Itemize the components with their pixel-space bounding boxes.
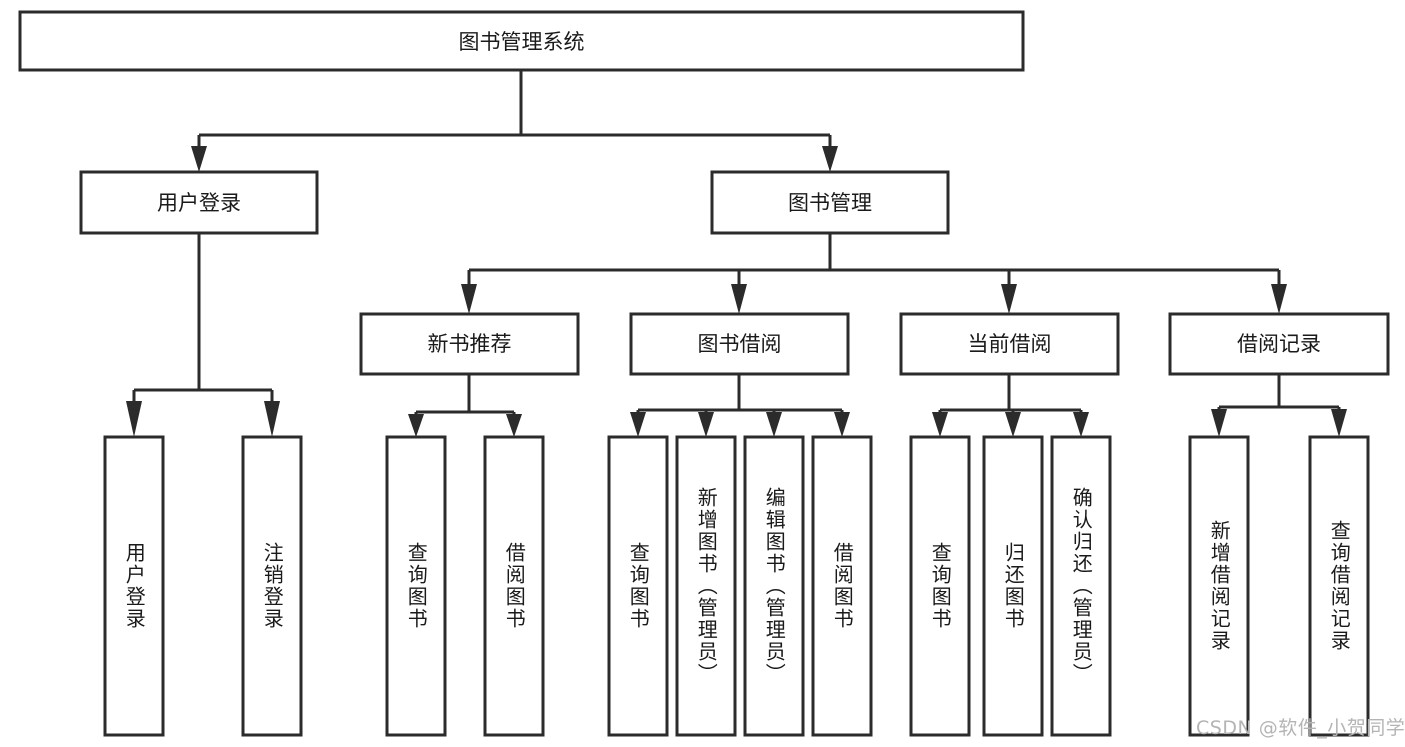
connector-group-current-borrow bbox=[932, 374, 1089, 437]
connector-group-new-book-recommend bbox=[408, 374, 522, 437]
node-leaf-user-logout[interactable] bbox=[241, 435, 303, 737]
arrow-head-leaf-edit-book bbox=[766, 412, 782, 437]
leaf-box-group bbox=[103, 435, 1370, 737]
node-book-borrow[interactable] bbox=[629, 312, 850, 376]
arrow-head-leaf-user-logout bbox=[264, 401, 280, 437]
node-leaf-edit-book[interactable] bbox=[743, 435, 805, 737]
node-leaf-user-login[interactable] bbox=[103, 435, 165, 737]
arrow-head-leaf-query-book-2 bbox=[630, 412, 646, 437]
arrow-head-leaf-confirm-return bbox=[1073, 412, 1089, 437]
arrow-head-book-borrow bbox=[731, 284, 747, 314]
node-root-label: 图书管理系统 bbox=[459, 30, 585, 54]
arrow-head-leaf-query-book-1 bbox=[408, 414, 424, 437]
node-leaf-borrow-book-1[interactable] bbox=[483, 435, 545, 737]
node-book-manage-label: 图书管理 bbox=[788, 191, 872, 215]
arrow-head-book-manage bbox=[822, 146, 838, 172]
arrow-head-leaf-user-login bbox=[126, 401, 142, 437]
node-borrow-record-label: 借阅记录 bbox=[1237, 332, 1321, 356]
node-book-borrow-label: 图书借阅 bbox=[698, 332, 782, 356]
node-leaf-add-record[interactable] bbox=[1188, 435, 1250, 737]
connector-group-root bbox=[191, 70, 838, 172]
arrow-head-leaf-borrow-book-1 bbox=[506, 414, 522, 437]
node-leaf-query-record[interactable] bbox=[1308, 435, 1370, 737]
connector-group-user-login bbox=[126, 233, 280, 437]
node-leaf-query-book-2[interactable] bbox=[607, 435, 669, 737]
node-new-book-recommend-label: 新书推荐 bbox=[428, 332, 512, 356]
arrow-head-user-login bbox=[191, 146, 207, 172]
node-borrow-record[interactable] bbox=[1168, 312, 1390, 376]
arrow-head-leaf-return-book bbox=[1005, 412, 1021, 437]
node-leaf-confirm-return[interactable] bbox=[1050, 435, 1112, 737]
arrow-head-leaf-borrow-book-2 bbox=[834, 412, 850, 437]
arrow-head-borrow-record bbox=[1271, 284, 1287, 314]
node-leaf-add-book[interactable] bbox=[675, 435, 737, 737]
arrow-head-current-borrow bbox=[1001, 284, 1017, 314]
connector-group-book-manage bbox=[461, 233, 1287, 314]
arrow-head-leaf-query-record bbox=[1331, 409, 1347, 437]
arrow-head-new-book-recommend bbox=[461, 284, 477, 314]
node-user-login[interactable] bbox=[79, 170, 319, 235]
node-current-borrow-label: 当前借阅 bbox=[968, 332, 1052, 356]
node-user-login-label: 用户登录 bbox=[157, 191, 241, 215]
connector-group-borrow-record bbox=[1211, 374, 1347, 437]
node-leaf-return-book[interactable] bbox=[982, 435, 1044, 737]
node-leaf-query-book-1[interactable] bbox=[385, 435, 447, 737]
node-new-book-recommend[interactable] bbox=[359, 312, 580, 376]
node-current-borrow[interactable] bbox=[899, 312, 1120, 376]
arrow-head-leaf-query-book-3 bbox=[932, 412, 948, 437]
arrow-head-leaf-add-book bbox=[698, 412, 714, 437]
node-leaf-query-book-3[interactable] bbox=[909, 435, 971, 737]
node-root[interactable] bbox=[18, 10, 1025, 72]
connector-group-book-borrow bbox=[630, 374, 850, 437]
node-book-manage[interactable] bbox=[710, 170, 950, 235]
node-leaf-borrow-book-2[interactable] bbox=[811, 435, 873, 737]
watermark-text: CSDN @软件_小贺同学 bbox=[1196, 717, 1405, 739]
arrow-head-leaf-add-record bbox=[1211, 409, 1227, 437]
